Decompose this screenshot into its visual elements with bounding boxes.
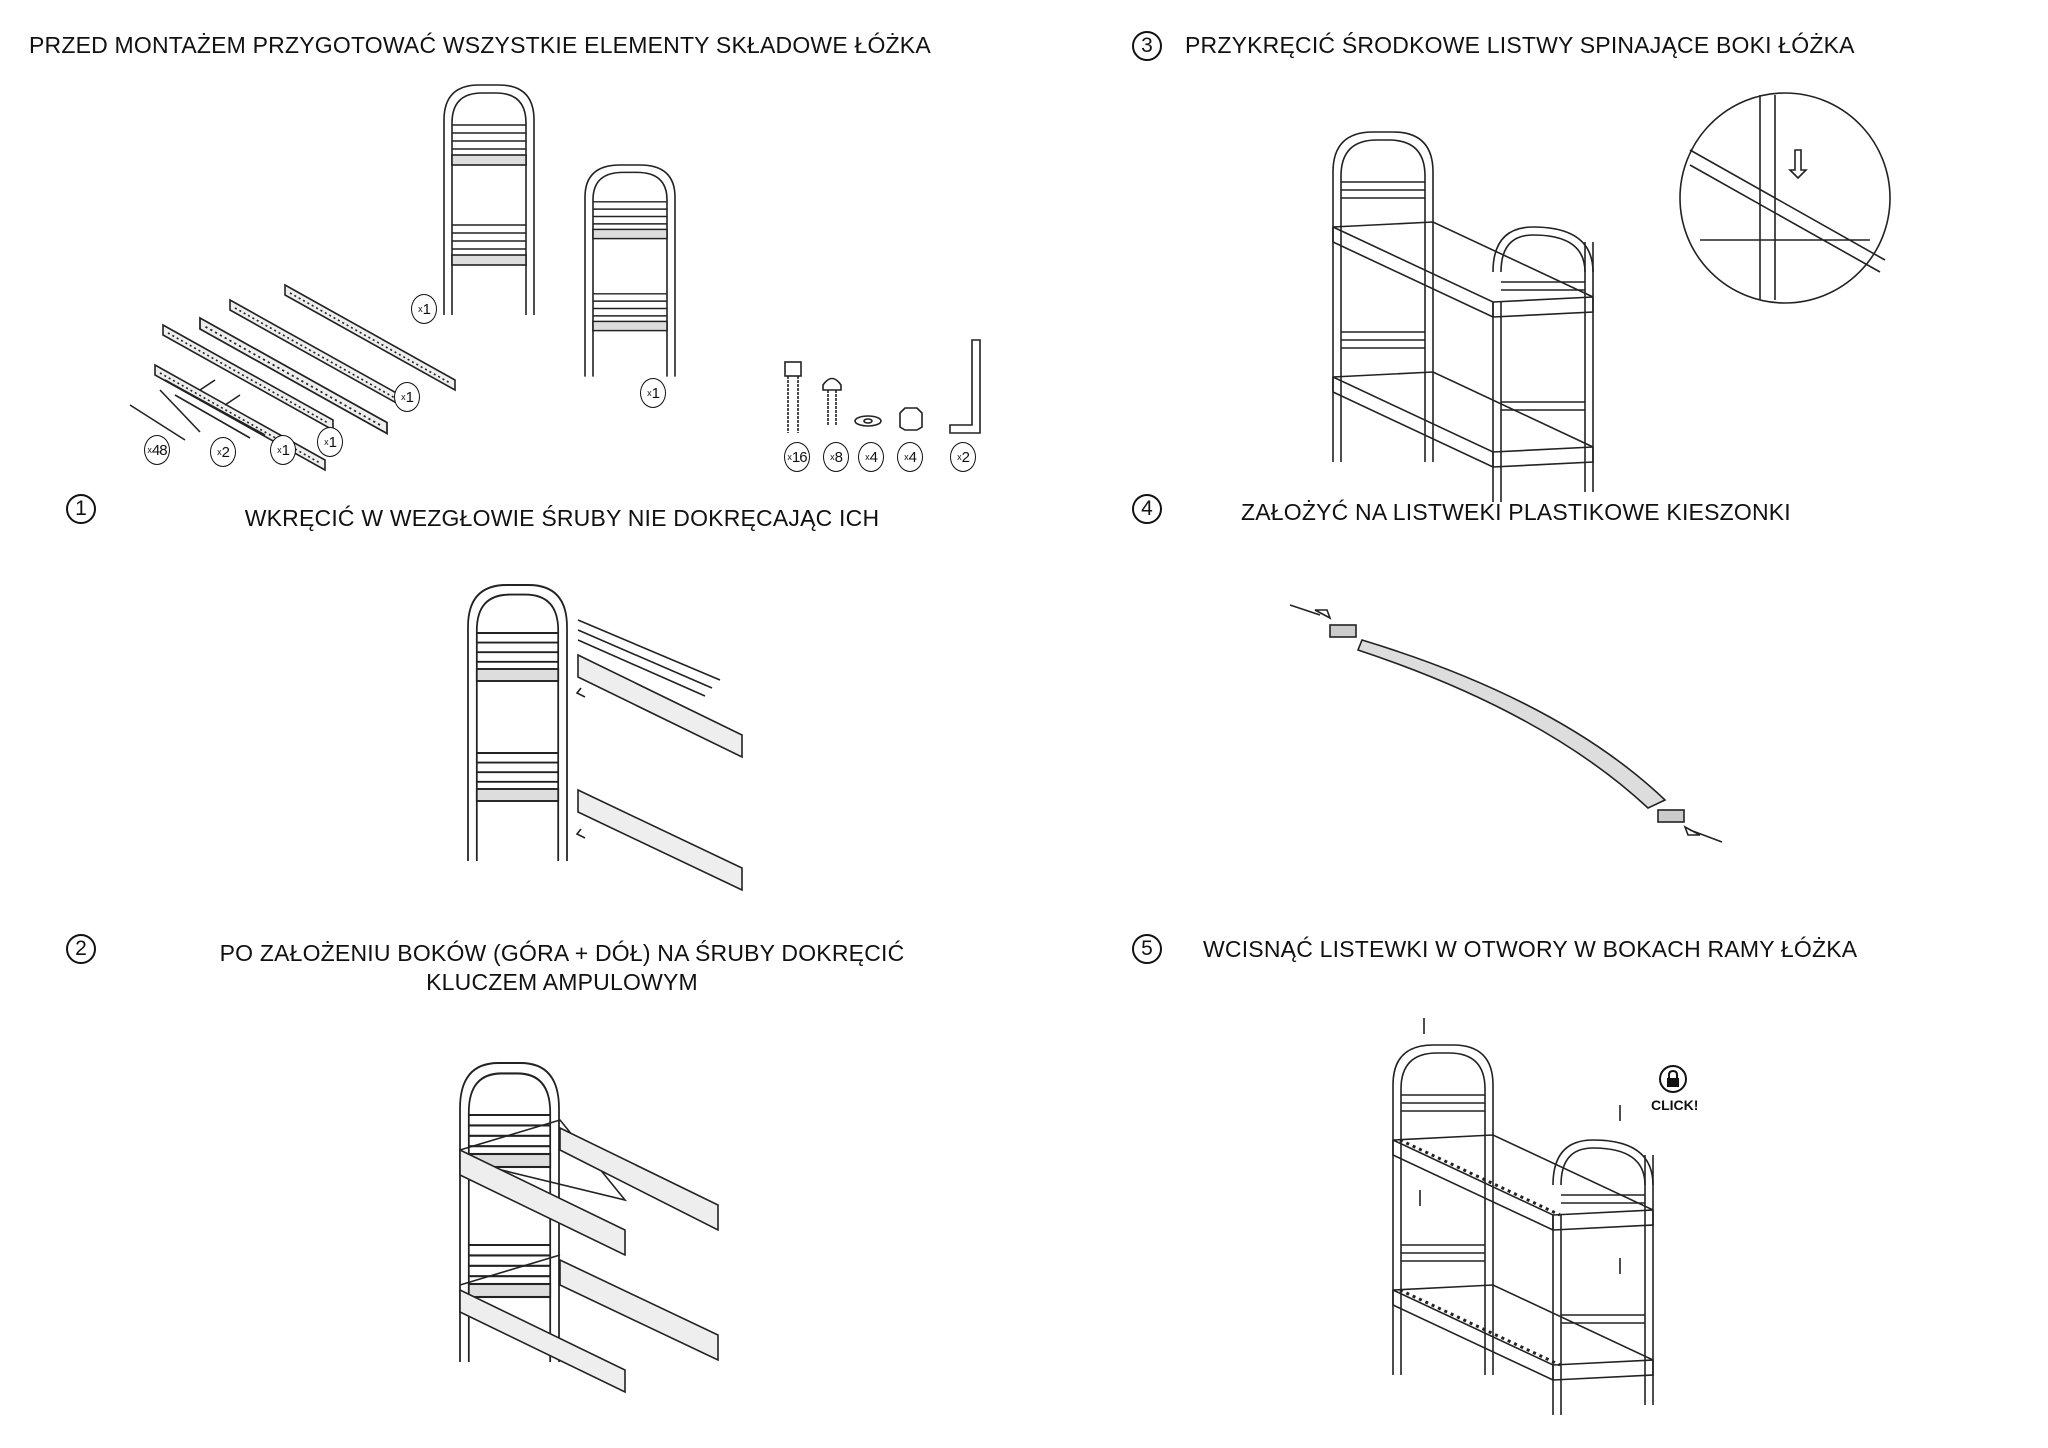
- step-text: WKRĘCIĆ W WEZGŁOWIE ŚRUBY NIE DOKRĘCAJĄC…: [244, 505, 880, 531]
- step-number: 5: [1132, 934, 1162, 964]
- step3-drawing: [1332, 131, 1594, 503]
- click-label: CLICK!: [1651, 1097, 1699, 1113]
- step3-detail-drawing: [1679, 92, 1891, 304]
- step2-drawing: [458, 1061, 719, 1394]
- step-number: 2: [66, 934, 96, 964]
- step-number: 4: [1132, 494, 1162, 524]
- padlock-icon: [1659, 1065, 1687, 1093]
- headboard-small-drawing: [584, 164, 676, 378]
- step-text: PRZYKRĘCIĆ ŚRODKOWE LISTWY SPINAJĄCE BOK…: [1185, 32, 1855, 58]
- side-rails-drawing: [129, 284, 456, 471]
- step1-drawing: [467, 584, 743, 892]
- headboard-large-drawing: [443, 84, 535, 316]
- step-number: 3: [1132, 31, 1162, 61]
- step-text: WCISNĄĆ LISTEWKI W OTWORY W BOKACH RAMY …: [1203, 936, 1858, 962]
- intro-title: PRZED MONTAŻEM PRZYGOTOWAĆ WSZYSTKIE ELE…: [29, 32, 931, 58]
- step-text-line2: KLUCZEM AMPULOWYM: [426, 969, 698, 995]
- step-number: 1: [66, 494, 96, 524]
- step-text: ZAŁOŻYĆ NA LISTWEKI PLASTIKOWE KIESZONKI: [1241, 499, 1791, 525]
- hardware-drawing: [784, 339, 981, 434]
- step-text-line1: PO ZAŁOŻENIU BOKÓW (GÓRA + DÓŁ) NA ŚRUBY…: [219, 940, 905, 966]
- step4-drawing: [1289, 604, 1723, 843]
- step5-drawing: [1392, 1018, 1654, 1416]
